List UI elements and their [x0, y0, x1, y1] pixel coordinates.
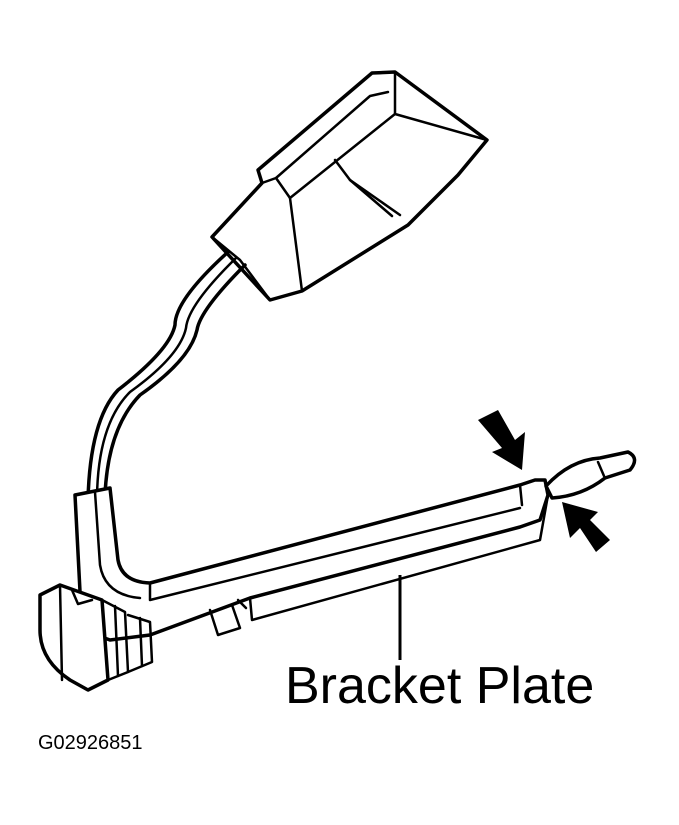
arrow-upper-icon	[478, 410, 525, 470]
arrow-lower-icon	[562, 502, 610, 552]
bracket-plate-label: Bracket Plate	[285, 657, 595, 715]
sensor-probe-tip	[544, 450, 637, 500]
lead-wires	[86, 250, 247, 502]
bracket-plate	[73, 478, 550, 642]
figure-id: G02926851	[38, 732, 143, 754]
mounting-grommet	[38, 583, 154, 692]
electrical-connector	[210, 70, 489, 302]
